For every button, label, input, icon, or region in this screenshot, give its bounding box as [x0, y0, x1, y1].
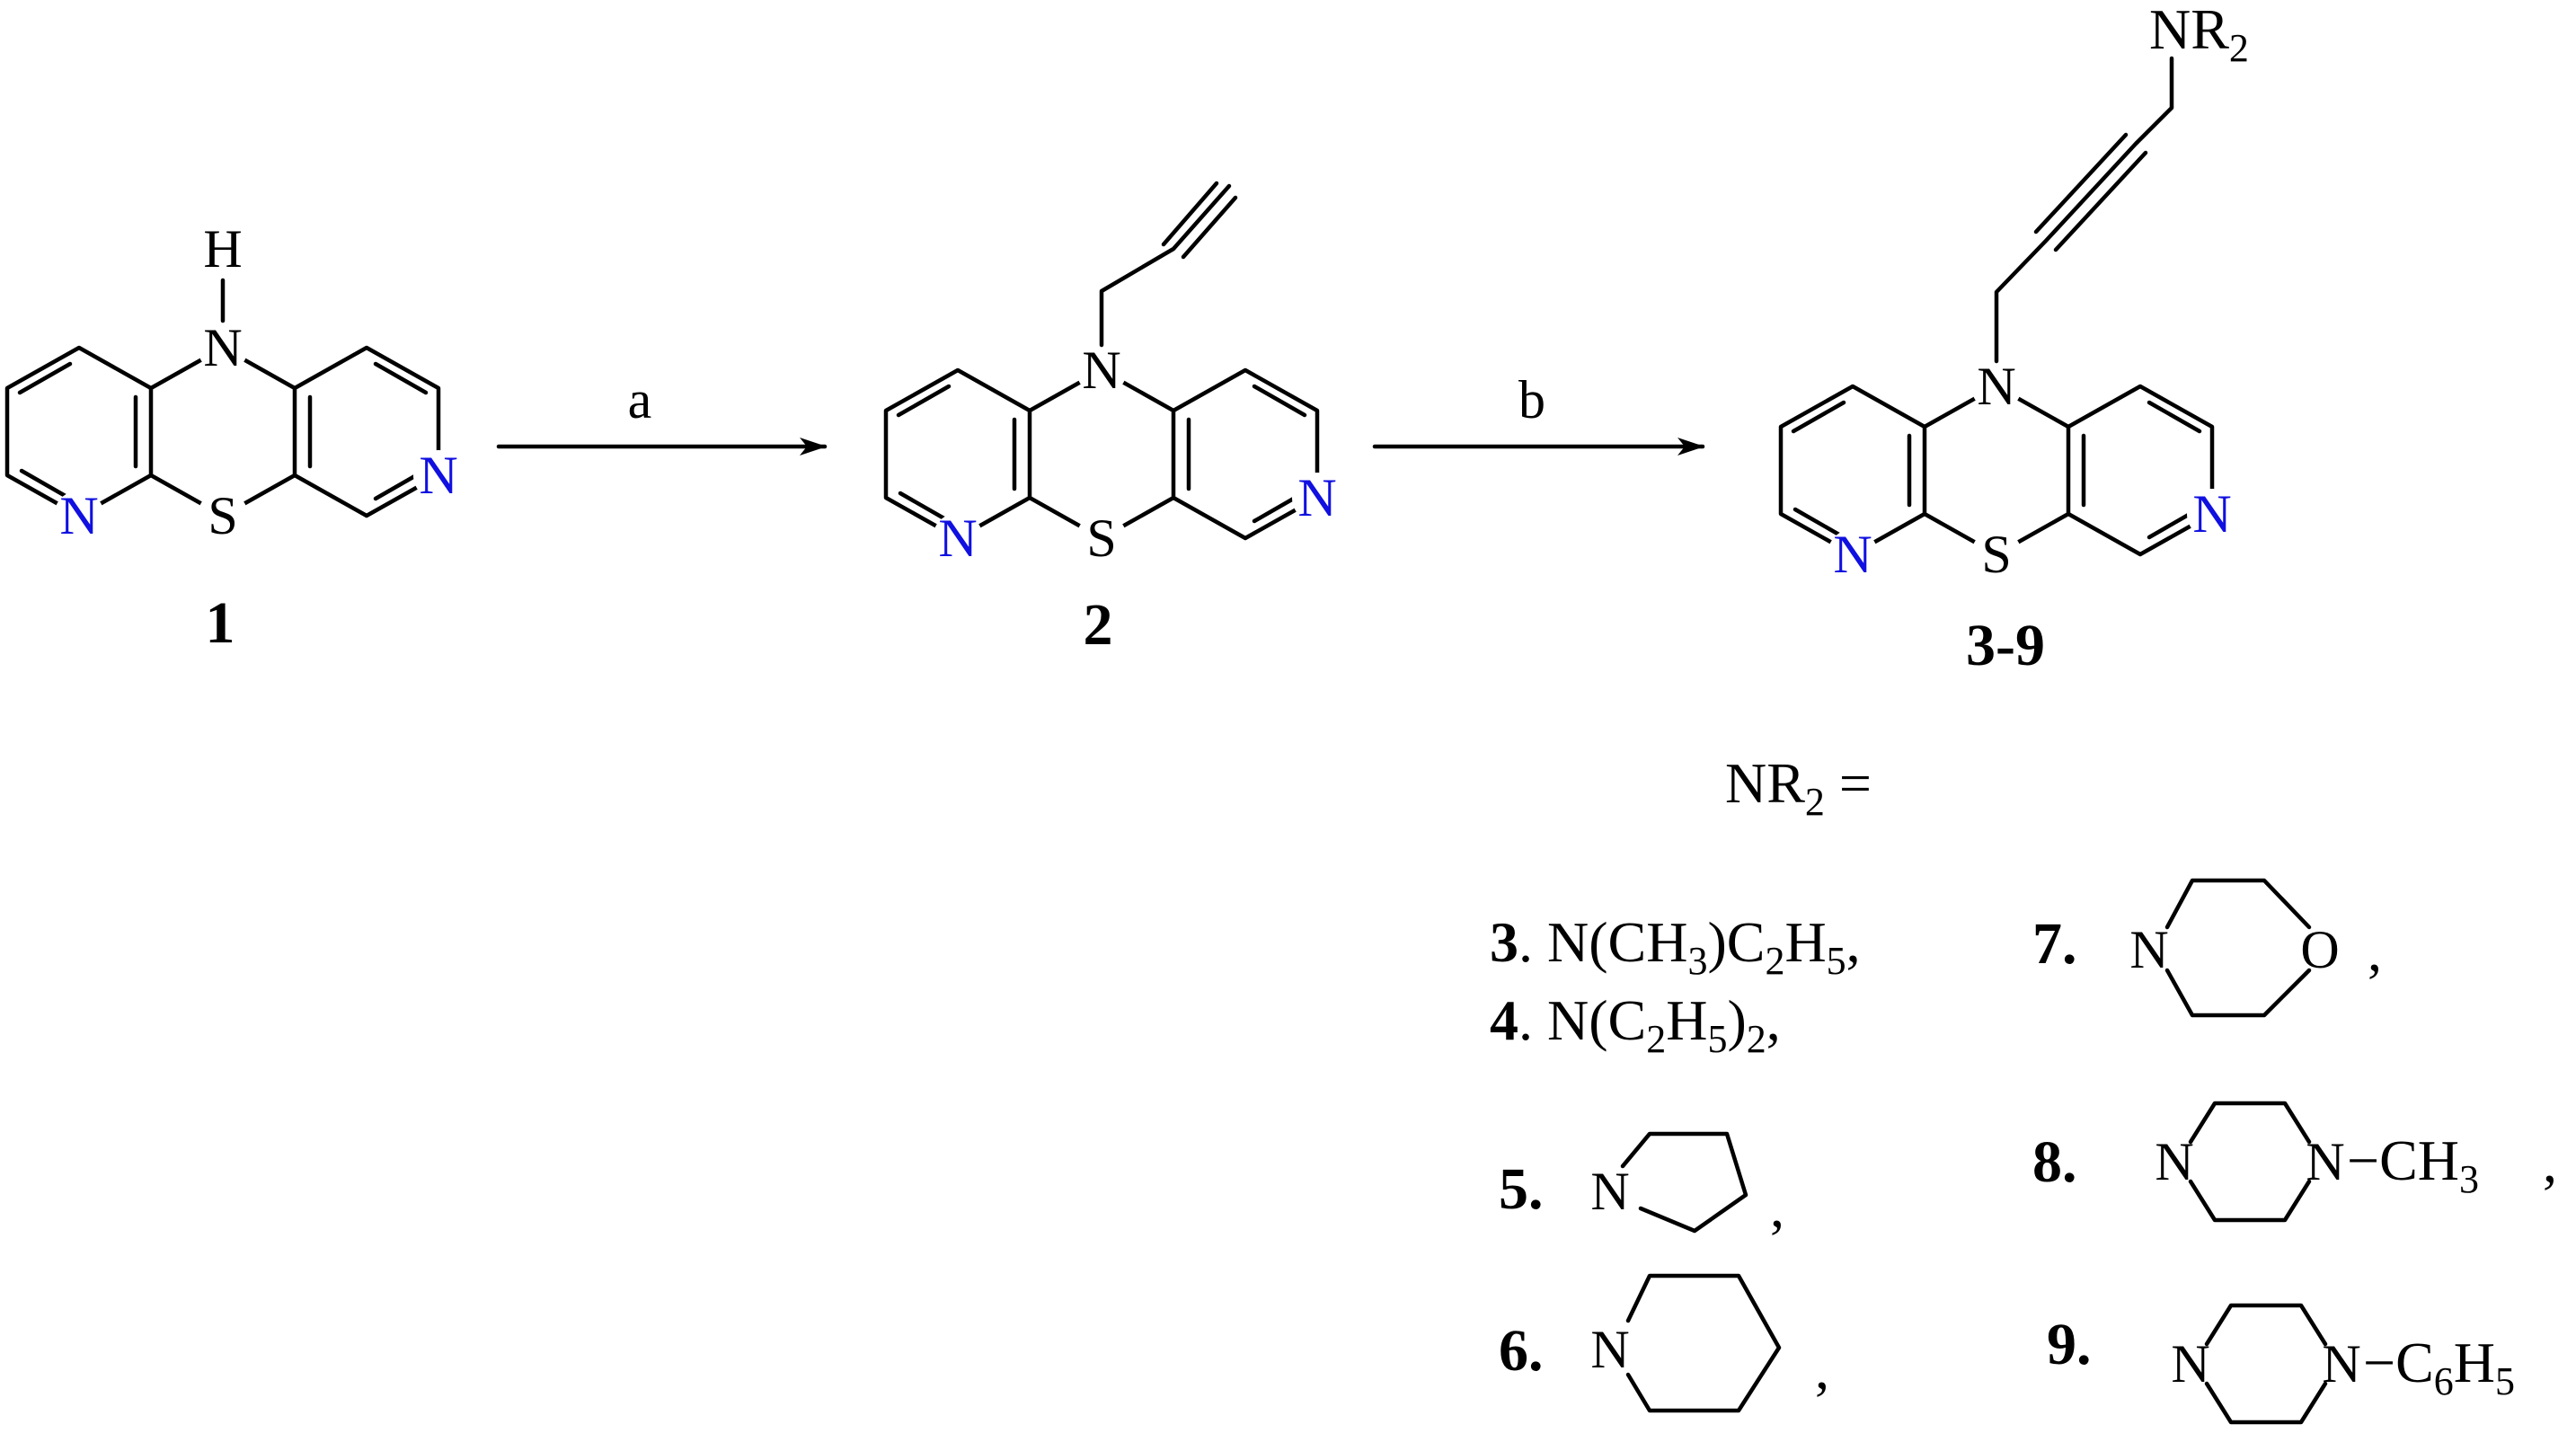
atom-H: H	[203, 219, 242, 279]
item-4: 4. N(C2H5)2,	[1490, 988, 1781, 1061]
atom-N-left: N	[59, 486, 98, 545]
atom-N: N	[2129, 920, 2168, 979]
compound-1-label: 1	[206, 590, 235, 656]
atom-N10: N	[1977, 357, 2015, 416]
substituent-NR2: NR2	[2149, 0, 2249, 70]
methyl-group: −CH3	[2347, 1128, 2479, 1201]
reagent-b: b	[1518, 370, 1545, 429]
item-7-morpholine: N O	[2129, 878, 2340, 1018]
item-7-number: 7.	[2032, 911, 2077, 977]
atom-N-1: N	[2171, 1334, 2209, 1393]
item-7-comma: ,	[2368, 919, 2382, 983]
item-5-number: 5.	[1499, 1156, 1544, 1222]
atom-N-right: N	[419, 446, 457, 505]
nr2-equals: NR2 =	[1725, 751, 1872, 824]
atom-N10: N	[203, 318, 242, 377]
reagent-a: a	[628, 370, 652, 429]
atom-N: N	[1590, 1162, 1629, 1221]
atom-N-left: N	[938, 509, 977, 568]
compound-3-9-label: 3-9	[1966, 613, 2045, 678]
item-6-piperidine: N	[1590, 1273, 1782, 1413]
atom-N-left: N	[1833, 525, 1872, 584]
atom-N: N	[1590, 1320, 1629, 1379]
atom-N10: N	[1082, 341, 1120, 400]
atom-O: O	[2300, 920, 2339, 979]
item-5-comma: ,	[1770, 1175, 1784, 1239]
atom-N-4: N	[2306, 1132, 2344, 1191]
item-8-methylpiperazine: N N −CH3	[2155, 1103, 2479, 1220]
phenyl-group: −C6H5	[2363, 1331, 2515, 1403]
item-6-comma: ,	[1815, 1337, 1829, 1401]
item-8-comma: ,	[2543, 1130, 2557, 1194]
item-8-number: 8.	[2032, 1129, 2077, 1195]
atom-N-4: N	[2322, 1334, 2360, 1393]
item-3: 3. N(CH3)C2H5,	[1490, 910, 1861, 983]
item-9-number: 9.	[2047, 1312, 2092, 1377]
compound-2-structure: N S N N	[886, 181, 1342, 568]
item-9-phenylpiperazine: N N −C6H5	[2171, 1305, 2515, 1422]
atom-N-right: N	[2192, 484, 2231, 544]
compound-2-label: 2	[1084, 592, 1113, 658]
atom-N-right: N	[1297, 468, 1336, 527]
item-6-number: 6.	[1499, 1318, 1544, 1384]
item-5-pyrrolidine: N	[1590, 1131, 1748, 1234]
atom-S: S	[208, 486, 237, 545]
atom-S: S	[1086, 509, 1116, 568]
atom-N-1: N	[2155, 1132, 2193, 1191]
compound-1-structure: N H S N N	[7, 219, 464, 545]
compound-3-9-structure: N S N N NR2	[1781, 0, 2249, 584]
atom-S: S	[1981, 525, 2011, 584]
